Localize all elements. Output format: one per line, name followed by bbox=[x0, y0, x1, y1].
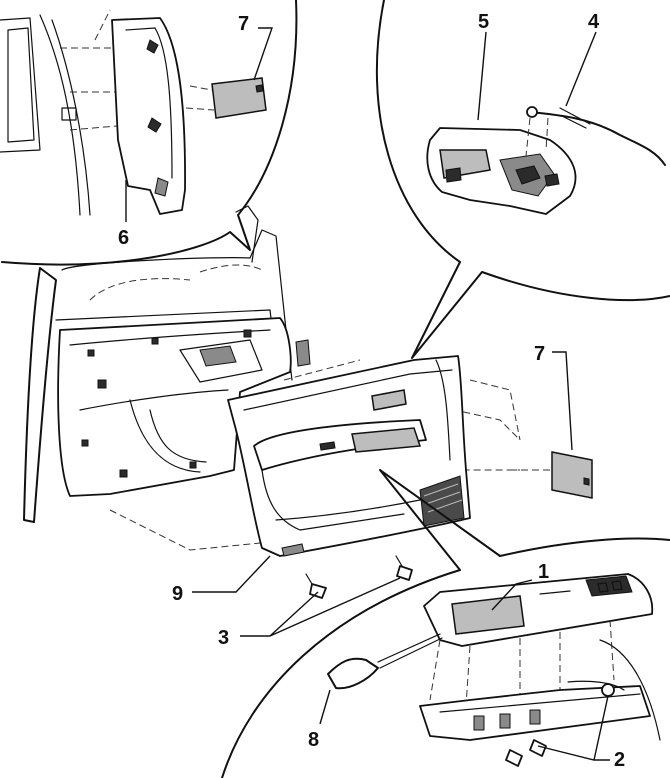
callout-3: 3 bbox=[218, 627, 229, 649]
callout-5: 5 bbox=[478, 11, 489, 33]
callout-8: 8 bbox=[308, 729, 319, 751]
screws-3 bbox=[305, 555, 413, 599]
callout-1: 1 bbox=[538, 561, 549, 583]
detail-bubble-top-right bbox=[375, 0, 670, 359]
callout-labels: 7 6 5 4 7 1 9 3 8 2 bbox=[118, 11, 625, 771]
callout-6: 6 bbox=[118, 227, 129, 249]
callout-9: 9 bbox=[172, 583, 183, 605]
trim-panel bbox=[227, 355, 471, 557]
detail-bubble-bottom-right bbox=[221, 469, 670, 778]
leader-lines bbox=[125, 27, 610, 761]
callout-2: 2 bbox=[614, 749, 625, 771]
door-shell bbox=[23, 205, 560, 551]
callout-7-top: 7 bbox=[238, 13, 249, 35]
cap-part-right bbox=[551, 451, 593, 499]
callout-4: 4 bbox=[588, 11, 600, 33]
callout-7-right: 7 bbox=[534, 343, 545, 365]
detail-bubble-top-left bbox=[0, 0, 298, 266]
